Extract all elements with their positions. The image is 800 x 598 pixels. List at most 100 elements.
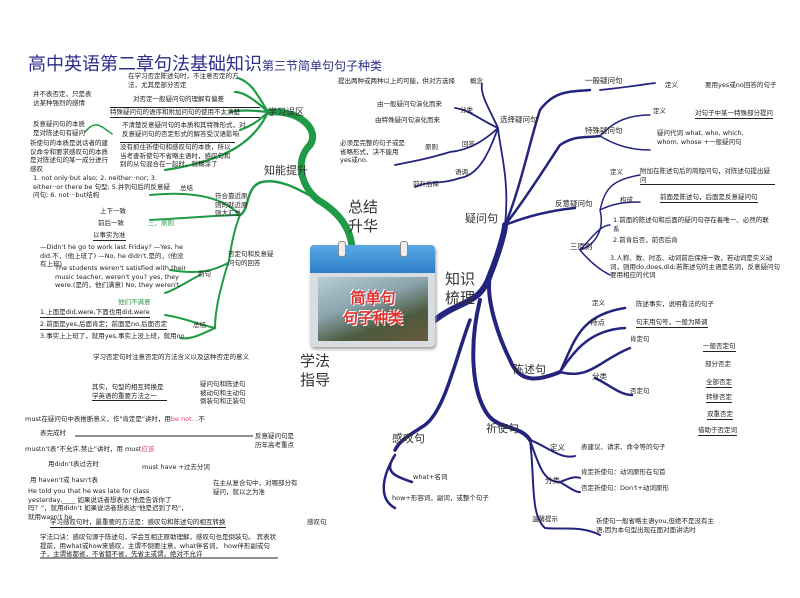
- node-note-1: 并不表否定，只是表达某种强烈的感情: [33, 90, 92, 107]
- node-ability: 知能提升: [264, 164, 308, 177]
- branch-decl: [558, 306, 634, 397]
- node-tag-form-label: 构成: [620, 196, 633, 204]
- node-example-1: —Didn't he go to work last Friday? —Yes,…: [40, 243, 184, 268]
- node-key-point: 反意疑问句是历年高考重点: [255, 432, 294, 449]
- page-title: 高中英语第二章句法基础知识第三节简单句句子种类: [28, 50, 382, 76]
- node-exc-what: what+名词: [413, 473, 448, 481]
- node-special-question: 特殊疑问句: [585, 126, 623, 135]
- node-alt-concept: 提出两种或两种以上的可能，供对方选择: [338, 77, 455, 85]
- title-main: 高中英语第二章句法基础知识: [28, 54, 262, 75]
- node-excl: 感叹句: [307, 518, 327, 526]
- node-mistakes: 学习误区: [268, 108, 305, 118]
- node-principle-1: 上下一致: [100, 207, 126, 215]
- branch-label-method: 学法指导: [300, 352, 331, 389]
- node-mistake-4: 不清楚反意疑问句的本质和其特殊形式，对反意疑问句的否定形式的解答受汉语影响: [122, 121, 246, 138]
- node-mistake-2: 对否定一般疑问句的理解有偏差: [133, 95, 224, 103]
- node-summary-2: 总结: [193, 321, 206, 329]
- node-decl-positive: 肯定句: [630, 335, 650, 343]
- branch-gen: [599, 82, 656, 91]
- node-imp-positive: 肯定祈使句：动词原形在句首: [581, 468, 666, 476]
- node-declarative: 陈述句: [513, 363, 546, 376]
- node-summary-1: 总结: [180, 184, 193, 192]
- node-must-1: must在疑问句中表推断意义，作"肯定是"讲时，用: [25, 415, 171, 423]
- node-imp-def: 表建议、请求、命令等的句子: [581, 443, 666, 451]
- node-transform: 其实，句型的相互转换是学英语的重要方法之一: [92, 383, 167, 401]
- underline-rules: [40, 435, 278, 559]
- branch-ability: [238, 179, 320, 217]
- node-decl-class: 分类: [592, 372, 607, 381]
- node-list: 1. not only·but also; 2. neither··nor; 3…: [33, 174, 170, 199]
- calendar-ring-icon: [400, 241, 408, 257]
- node-tag-rule-3: 3.人称、数、时态、动词前后保持一致，若动词是实义动词，则用do,does,di…: [610, 254, 780, 279]
- node-alt-class: 分类: [460, 106, 473, 114]
- node-gen-def: 要用yes或no回答的句子: [705, 81, 777, 89]
- branch-imp: [529, 439, 601, 536]
- node-must-4: 用didn't表过去时: [48, 460, 100, 468]
- branch-spec: [599, 114, 651, 151]
- node-clause: 在主从复合句中，对哪部分有疑问，就以之为准: [213, 479, 298, 496]
- node-decl-negative: 否定句: [630, 387, 650, 395]
- branch-exc: [393, 318, 472, 452]
- node-general-question: 一般疑问句: [585, 76, 623, 85]
- node-mistake-3: 特殊疑问句的语序和附加问句的使用不太清楚: [110, 107, 260, 118]
- node-gen-def-label: 定义: [665, 81, 678, 89]
- node-must-5: must have +过去分词: [142, 463, 210, 471]
- node-alt-class-2: 由特殊疑问句演化而来: [375, 116, 440, 124]
- node-alt-rule: 必须是完整的句子或是省略形式，决不能用yes或no.: [340, 139, 405, 164]
- branch-label-knowledge: 知识梳理: [445, 270, 476, 307]
- node-neg-note: 学习否定句时注意否定的方法含义以及这种否定的意义: [93, 353, 249, 361]
- node-must-3-pink: 应该: [141, 445, 155, 453]
- node-note-2: 反意疑问句的本质是对陈述句有疑问: [33, 120, 85, 137]
- branch-label-summary: 总结升华: [348, 198, 379, 235]
- node-summary-item-3: 3.事实上上班了，就用yes,事实上没上班，就用no: [40, 332, 185, 340]
- node-tag-def-label: 定义: [610, 168, 623, 176]
- center-title-line1: 简单句: [350, 289, 396, 307]
- node-neg-type: 双重否定: [707, 410, 733, 420]
- branch-left-misc: [84, 124, 113, 135]
- branch-alt: [394, 83, 508, 226]
- node-nearby: 符合靠近原则的就近原则大汇总: [215, 192, 248, 217]
- title-sub: 第三节简单句句子种类: [262, 59, 383, 73]
- node-summary-item-2: 2.前面是yes,后面肯定；前面是no,后面否定: [40, 320, 168, 330]
- node-alt-principle: 原则: [425, 143, 438, 151]
- node-imperative: 祈使句: [486, 422, 519, 435]
- node-tag-rule-1: 1.前面的陈述句和后面的疑问句存在着唯一、必然的联系: [613, 216, 769, 233]
- node-neg-answer: 否定句和反意疑问句的回答: [228, 250, 274, 267]
- node-tag-question: 反意疑问句: [555, 199, 593, 208]
- branch-mistakes: [163, 76, 270, 172]
- node-note-3: 祈使句的本质是说话者的建议命令和要求感叹句的本质是对陈述句的某一成分进行感叹: [30, 139, 108, 173]
- calendar-header: [310, 245, 435, 273]
- node-tag-form: 前面是陈述句，后面是反意疑问句: [660, 193, 758, 203]
- node-decl-def: 陈述事实，说明看法的句子: [636, 300, 714, 308]
- node-neg-type: 全部否定: [706, 378, 732, 388]
- center-photo: 简单句 句子种类: [318, 277, 428, 341]
- node-alt-concept-label: 概念: [470, 77, 483, 85]
- node-example-2: The students weren't satisfied with thei…: [55, 264, 187, 289]
- node-summary-item-1: 1.上面是did,were,下面也用did,were: [40, 308, 150, 318]
- node-alt-answer: 回答: [462, 140, 475, 148]
- node-alt-tone-value: 前升后降: [413, 180, 439, 188]
- node-imp-tip-label: 温馨提示: [532, 515, 558, 523]
- node-decl-def-label: 定义: [592, 299, 605, 307]
- node-alt-question: 选择疑问句: [500, 115, 538, 124]
- node-tag-def: 附加在陈述句后的简短问句，对陈述句提出疑问: [640, 167, 775, 185]
- branch-down: [471, 298, 532, 442]
- navy-branches: [382, 82, 656, 536]
- node-exclamatory: 感叹句: [392, 432, 425, 445]
- node-principle-2: 前后一致: [98, 219, 124, 227]
- center-calendar-image: 简单句 句子种类: [310, 241, 435, 347]
- node-neg-type: 借助于否定词: [698, 426, 737, 436]
- node-must-1-pink: be not…: [170, 415, 199, 423]
- node-he-told: He told you that he was late for class y…: [28, 487, 188, 521]
- center-title-line2: 句子种类: [342, 309, 403, 327]
- node-must-6: 用 haven't或 hasn't表: [30, 476, 98, 484]
- branch-neg-answer: [164, 262, 229, 340]
- node-mistake-5: 没有抓住祈使句和感叹句的本质，所以当考查祈使句不省略主语时，感叹句和别的从句混合…: [120, 142, 235, 169]
- node-alt-tone: 语调: [455, 168, 468, 176]
- branch-exc-items: [382, 453, 414, 510]
- node-imp-negative: 否定祈使句：Don't+动词原形: [581, 484, 669, 492]
- node-imp-tip: 祈使句一般省略主语you,但绝不是没有主语,因为本句型出现在面对面讲话时: [596, 517, 715, 534]
- node-tag-rules-label: 三原则: [570, 242, 593, 251]
- node-spec-def-label: 定义: [653, 107, 666, 115]
